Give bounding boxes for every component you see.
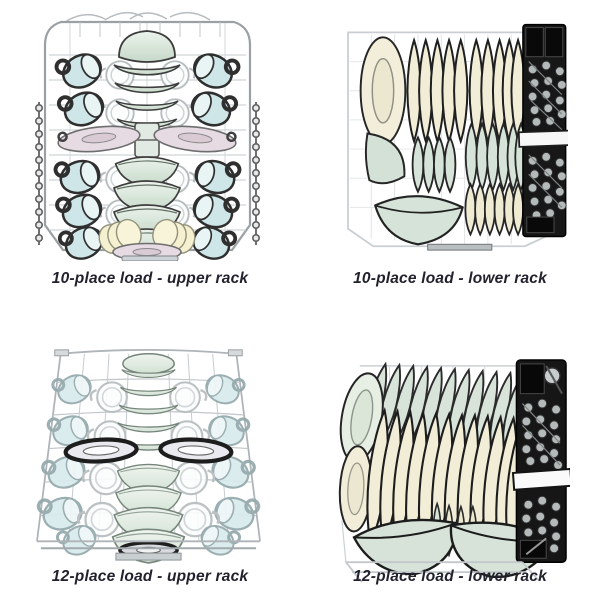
rack-base: [345, 561, 539, 583]
caption-upper-rack-12: 12-place load - upper rack: [51, 568, 249, 585]
rack-handle-bar: [121, 255, 179, 261]
tilted-bowl: [364, 132, 406, 185]
salad-plates-right: [464, 122, 528, 191]
rack-base: [36, 540, 261, 561]
saucer-right: [153, 125, 237, 153]
lower-rack-12-diagram: [338, 359, 570, 583]
saucer-left: [57, 125, 141, 153]
right-rail-chain: [252, 102, 261, 245]
left-rail-chain: [35, 102, 44, 245]
basket-handle: [517, 129, 568, 148]
platter-left-bottom: [338, 445, 373, 533]
upper-rack-12-diagram: [35, 348, 262, 564]
rack-handle-bar: [427, 243, 493, 251]
lower-rack-10-diagram: [347, 23, 568, 251]
silverware-basket: [511, 359, 570, 563]
cups-right: [169, 365, 262, 563]
platter: [359, 36, 407, 146]
caption-lower-rack-12: 12-place load - lower rack: [353, 568, 547, 585]
caption-upper-rack-10: 10-place load - upper rack: [51, 270, 249, 287]
caption-lower-rack-10: 10-place load - lower rack: [353, 270, 547, 287]
center-bowl-column: [113, 30, 181, 260]
serving-bowl: [373, 195, 464, 246]
basket-handle: [511, 467, 570, 491]
serving-bowl-left: [352, 518, 458, 576]
upper-rack-10-diagram: [35, 11, 261, 261]
cups-left: [35, 365, 128, 563]
silverware-basket: [517, 23, 568, 238]
center-dish-column: [111, 353, 186, 564]
